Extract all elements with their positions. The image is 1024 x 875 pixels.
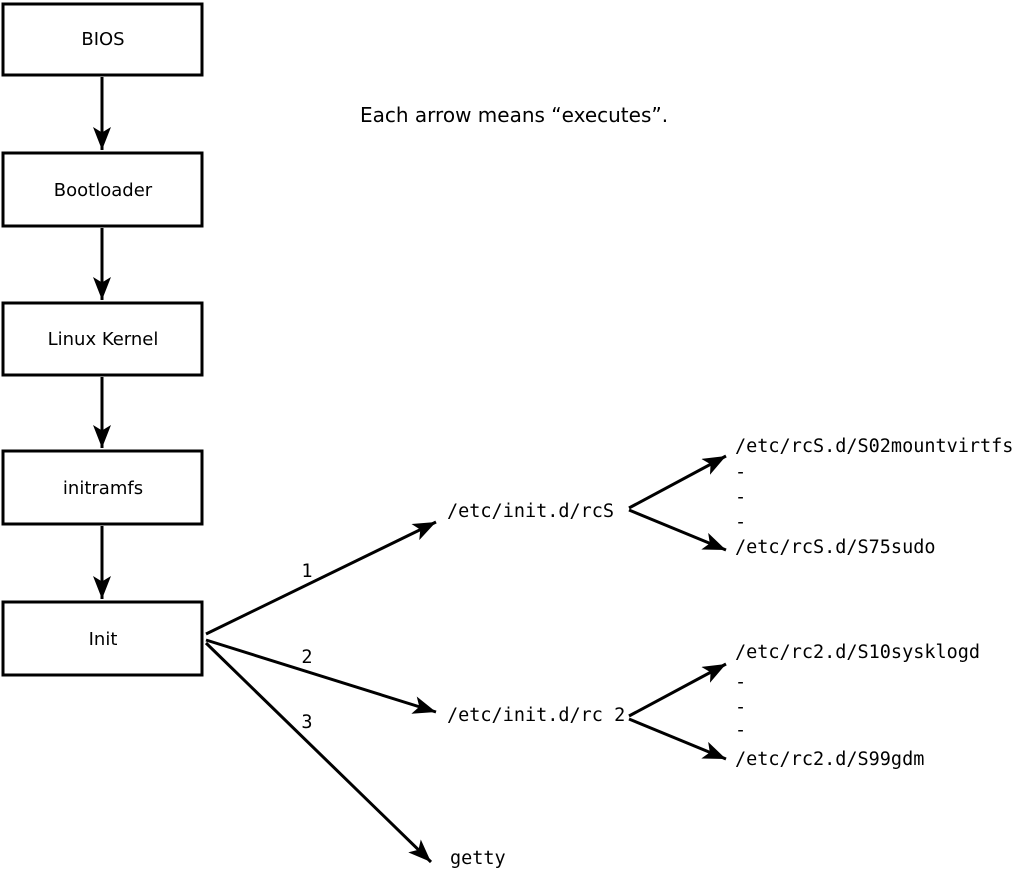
branch-order-2: 2 xyxy=(301,647,312,668)
rcs-child-first-label: /etc/rcS.d/S02mountvirtfs xyxy=(735,436,1013,457)
arrow-init-to-rcs-icon xyxy=(205,520,437,636)
arrow-init-to-rc2-icon xyxy=(205,638,437,714)
branch-order-1: 1 xyxy=(301,561,312,582)
rc2-child-dash-3: - xyxy=(735,720,746,741)
bios-box xyxy=(1,2,204,77)
init-box xyxy=(1,600,204,677)
arrow-rcs-to-s02-icon xyxy=(628,454,727,510)
rcs-child-dash-1: - xyxy=(735,462,746,483)
target-getty-label: getty xyxy=(450,848,506,869)
target-rcs-label: /etc/init.d/rcS xyxy=(447,501,614,522)
rc2-child-first-label: /etc/rc2.d/S10sysklogd xyxy=(735,642,980,663)
linux-kernel-box xyxy=(1,301,204,377)
rc2-child-dash-1: - xyxy=(735,672,746,693)
arrow-rc2-to-s99-icon xyxy=(628,717,727,761)
rcs-child-dash-3: - xyxy=(735,512,746,533)
arrow-rcs-to-s75-icon xyxy=(628,508,727,552)
bootloader-box xyxy=(1,151,204,228)
bootloader-label: Bootloader xyxy=(54,180,153,201)
note-text: Each arrow means “executes”. xyxy=(360,103,668,127)
initramfs-label: initramfs xyxy=(63,478,143,499)
rc2-child-dash-2: - xyxy=(735,697,746,718)
rcs-child-last-label: /etc/rcS.d/S75sudo xyxy=(735,537,935,558)
bios-label: BIOS xyxy=(81,29,124,50)
target-rc2-label: /etc/init.d/rc 2 xyxy=(447,705,625,726)
arrow-init-to-getty-icon xyxy=(204,641,433,864)
init-label: Init xyxy=(89,629,118,650)
linux-kernel-label: Linux Kernel xyxy=(48,329,159,350)
rcs-child-dash-2: - xyxy=(735,487,746,508)
rc2-child-last-label: /etc/rc2.d/S99gdm xyxy=(735,749,924,770)
branch-order-3: 3 xyxy=(301,712,312,733)
arrow-rc2-to-s10-icon xyxy=(628,662,727,718)
initramfs-box xyxy=(1,449,204,526)
